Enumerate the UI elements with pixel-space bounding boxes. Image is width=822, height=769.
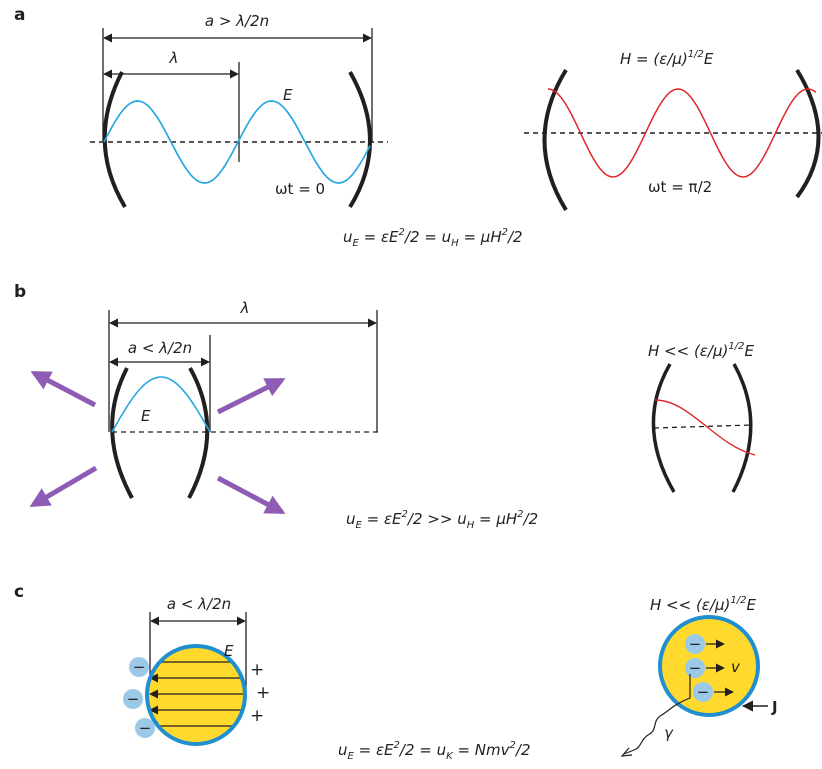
panel-a: a a > λ/2n λ E ωt = 0 H = (ε/μ)1/2E ωt =… (14, 5, 822, 249)
nanoparticle-outline (145, 644, 247, 746)
mirror-left-right-cavity (542, 68, 568, 212)
radiation-arrow-upper-right (216, 377, 286, 415)
photon-label: γ (664, 724, 674, 742)
panel-c: c a < λ/2n E − − − + + + H << (ε/μ)1/2E … (14, 582, 778, 762)
current-label: J (771, 698, 778, 716)
e-field-label-c: E (224, 642, 234, 660)
panel-a-label: a (14, 5, 25, 25)
h-field-wave (547, 88, 817, 178)
electron: − (685, 658, 705, 678)
negative-charge: − (135, 718, 155, 738)
svg-text:−: − (689, 659, 702, 677)
radiation-arrow-lower-right (216, 475, 286, 515)
panel-b: b λ a < λ/2n E H << (ε/μ)1/2E uE = εE2/2… (14, 282, 756, 531)
nanoparticle (147, 646, 245, 744)
negative-charge: − (123, 689, 143, 709)
cavity-width-label: a > λ/2n (205, 12, 269, 30)
energy-equation-a: uE = εE2/2 = uH = μH2/2 (343, 227, 523, 249)
e-field-wave (103, 100, 371, 184)
field-lines (149, 657, 244, 731)
h-relation-b: H << (ε/μ)1/2E (648, 341, 754, 360)
panel-c-label: c (14, 582, 24, 602)
electron: − (693, 682, 713, 702)
velocity-label: v (731, 658, 741, 676)
mirror-left-small (110, 367, 134, 499)
axis-line-b-right (653, 424, 753, 429)
mirror-left (102, 71, 127, 209)
svg-text:−: − (689, 635, 702, 653)
e-field-half-wave (111, 376, 211, 433)
phase-label-left: ωt = 0 (275, 180, 325, 198)
sphere-width-label: a < λ/2n (167, 595, 231, 613)
svg-text:−: − (697, 683, 710, 701)
svg-text:−: − (133, 658, 146, 676)
svg-text:−: − (139, 719, 152, 737)
mirror-right-small (187, 367, 210, 499)
radiation-arrow-upper-left (30, 370, 97, 408)
positive-charge: + (250, 706, 264, 726)
photon-arrowhead (620, 747, 633, 757)
h-field-weak-wave (654, 399, 756, 456)
e-field-label-b: E (141, 407, 151, 425)
photon-emission-path (623, 674, 691, 755)
electron: − (685, 634, 705, 654)
mirror-left-small-right (651, 363, 676, 493)
energy-equation-b: uE = εE2/2 >> uH = μH2/2 (346, 509, 538, 531)
lambda-label-b: λ (240, 299, 250, 317)
mirror-right-small-right (731, 363, 753, 493)
radiation-arrow-lower-left (29, 465, 98, 508)
positive-charge: + (250, 660, 264, 680)
svg-text:−: − (127, 690, 140, 708)
negative-charge: − (129, 657, 149, 677)
panel-b-label: b (14, 282, 26, 302)
positive-charge: + (256, 683, 270, 703)
h-relation-c: H << (ε/μ)1/2E (650, 595, 756, 614)
width-label-b: a < λ/2n (128, 339, 192, 357)
wavelength-label: λ (169, 49, 179, 67)
phase-label-right: ωt = π/2 (648, 178, 712, 196)
energy-equation-c: uE = εE2/2 = uK = Nmv2/2 (338, 740, 531, 762)
h-relation-a: H = (ε/μ)1/2E (620, 49, 714, 68)
mirror-right-right-cavity (795, 68, 821, 199)
mirror-right (348, 71, 372, 209)
e-field-label: E (283, 86, 293, 104)
